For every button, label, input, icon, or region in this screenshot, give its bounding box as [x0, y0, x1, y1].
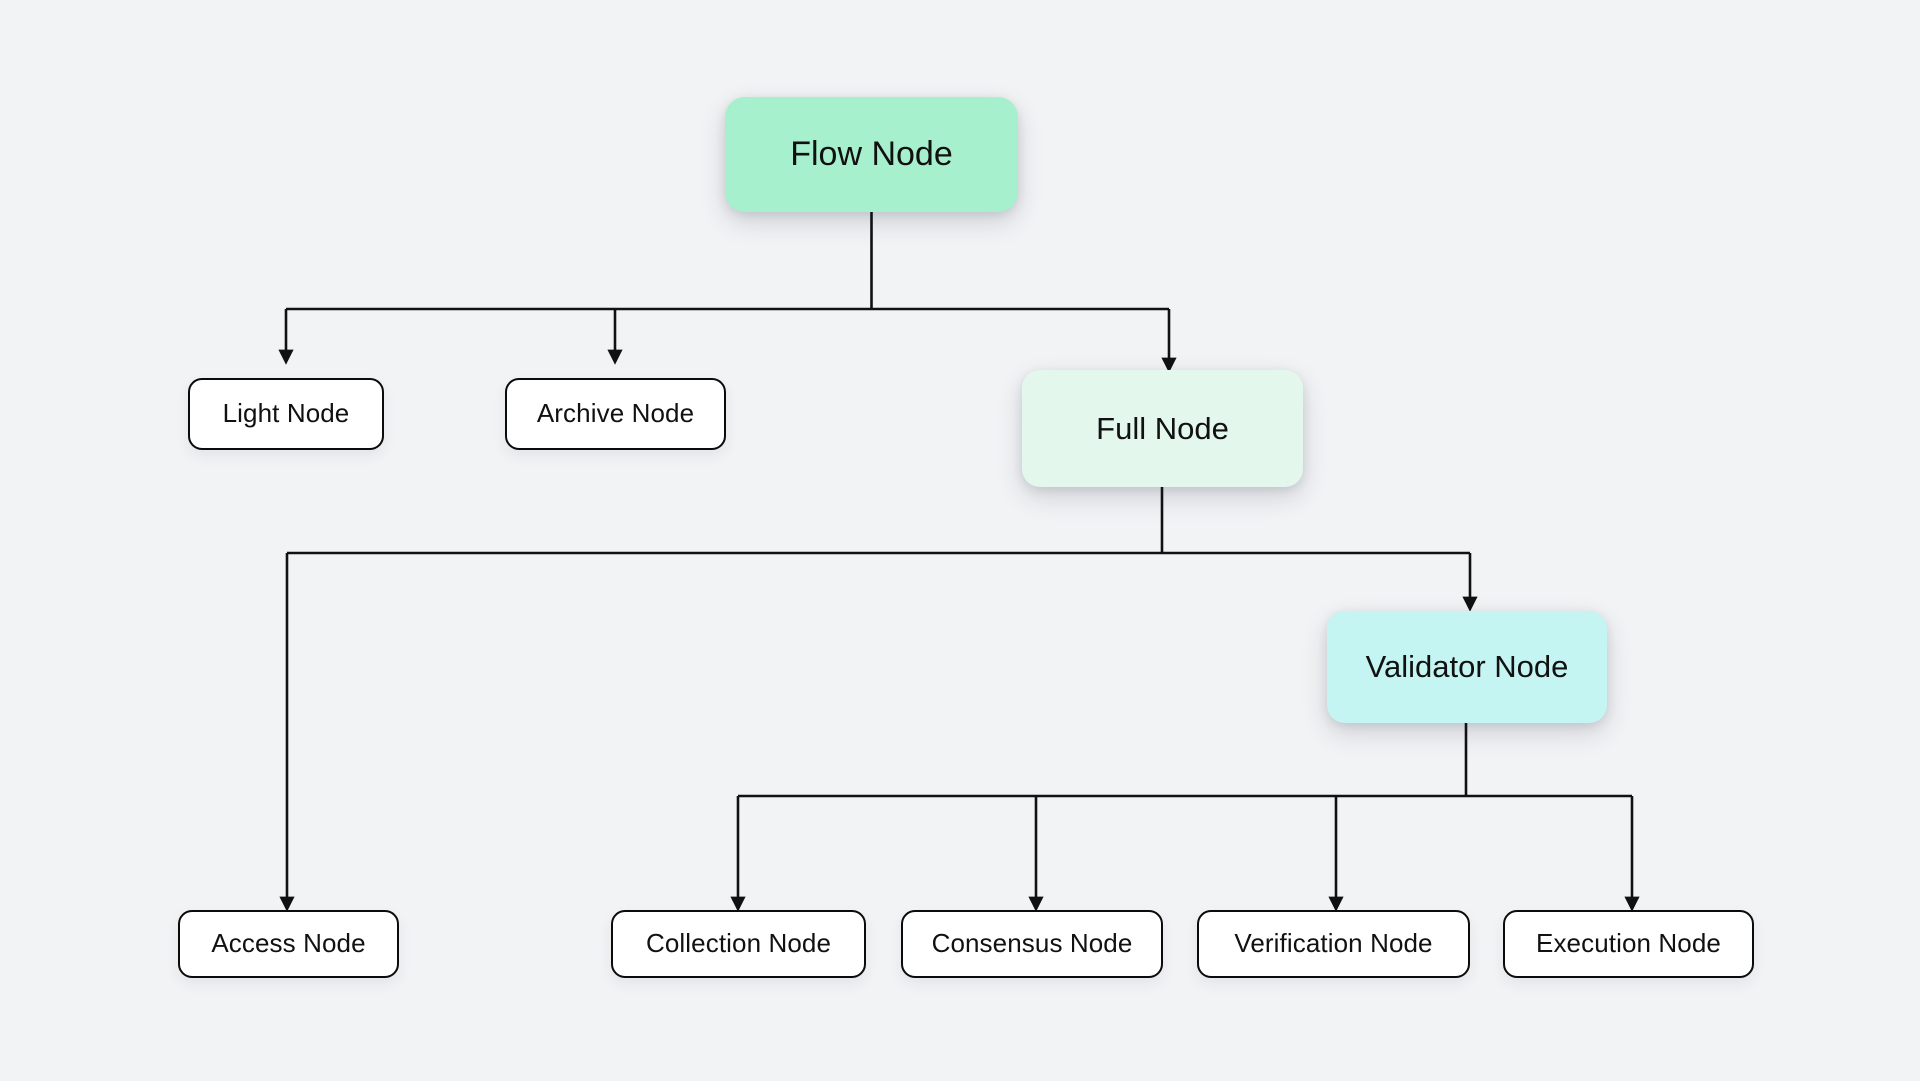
node-execution-node[interactable]: Execution Node — [1503, 910, 1754, 978]
node-label: Flow Node — [790, 135, 953, 174]
node-validator-node[interactable]: Validator Node — [1327, 611, 1607, 723]
node-label: Access Node — [211, 928, 366, 959]
node-access-node[interactable]: Access Node — [178, 910, 399, 978]
node-full-node[interactable]: Full Node — [1022, 370, 1303, 487]
node-light-node[interactable]: Light Node — [188, 378, 384, 450]
node-consensus-node[interactable]: Consensus Node — [901, 910, 1163, 978]
node-label: Execution Node — [1536, 928, 1721, 959]
node-label: Consensus Node — [931, 928, 1133, 959]
node-label: Archive Node — [536, 398, 695, 429]
node-label: Light Node — [222, 398, 350, 429]
node-verification-node[interactable]: Verification Node — [1197, 910, 1470, 978]
node-label: Full Node — [1096, 410, 1229, 446]
node-flow-node[interactable]: Flow Node — [725, 97, 1018, 212]
node-label: Validator Node — [1365, 649, 1569, 685]
node-label: Verification Node — [1234, 928, 1433, 959]
node-collection-node[interactable]: Collection Node — [611, 910, 866, 978]
node-archive-node[interactable]: Archive Node — [505, 378, 726, 450]
node-label: Collection Node — [645, 928, 832, 959]
